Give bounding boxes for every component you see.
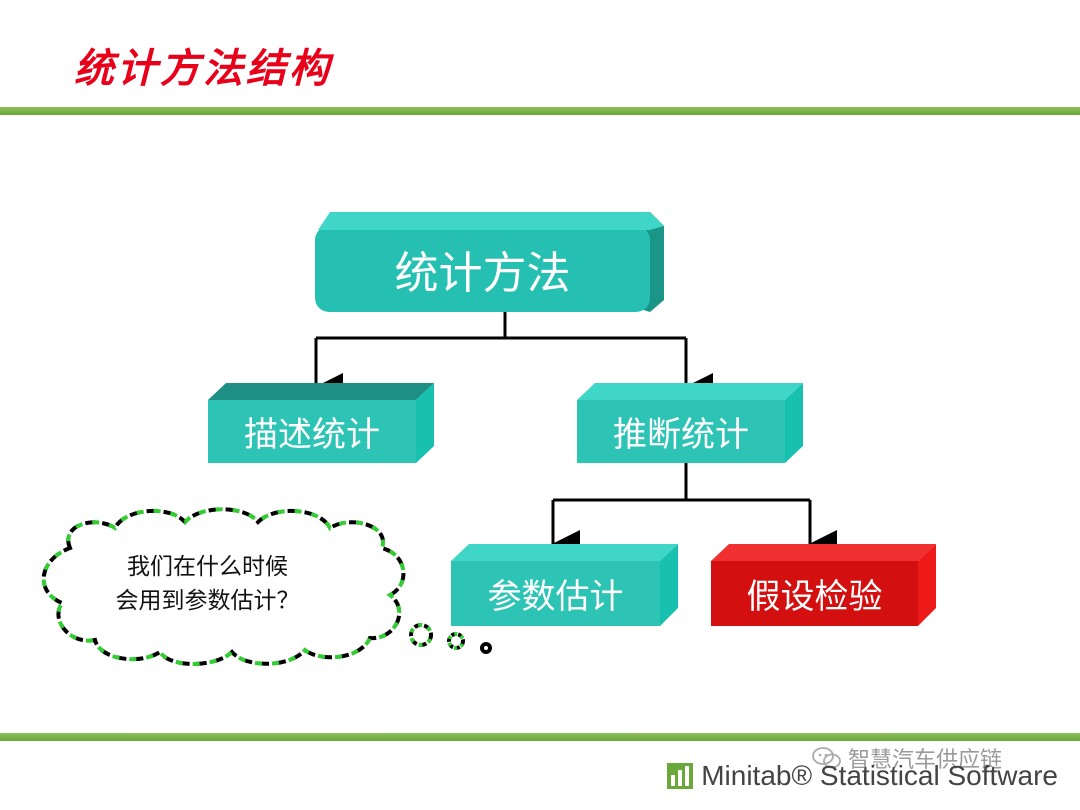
- thought-line-1: 我们在什么时候: [127, 554, 288, 580]
- brand-text: Minitab® Statistical Software: [701, 760, 1058, 791]
- hypothesis-testing-label: 假设检验: [746, 577, 883, 617]
- thought-bubble-text: 我们在什么时候 会用到参数估计？: [80, 550, 335, 618]
- top-divider: [0, 107, 1080, 115]
- inferential-stats-label: 推断统计: [613, 415, 749, 455]
- thought-line-2: 会用到参数估计？: [115, 588, 300, 614]
- wechat-icon: [812, 747, 841, 769]
- descriptive-stats-box: [208, 383, 434, 463]
- watermark: 智慧汽车供应链: [812, 742, 1002, 774]
- minitab-logo-icon: [667, 763, 694, 789]
- root-node-box: [315, 212, 664, 312]
- slide-title: 统计方法结构: [74, 46, 332, 92]
- descriptive-stats-label: 描述统计: [244, 415, 380, 455]
- parameter-estimation-box: [451, 544, 678, 626]
- parameter-estimation-label: 参数估计: [487, 577, 624, 617]
- root-node-label: 统计方法: [394, 248, 571, 299]
- thought-cloud: [41, 507, 492, 666]
- hypothesis-testing-box: [711, 544, 936, 626]
- bottom-divider: [0, 733, 1080, 741]
- inferential-stats-box: [577, 383, 803, 463]
- connector-lines: [313, 312, 837, 560]
- watermark-text: 智慧汽车供应链: [848, 748, 1003, 773]
- footer-brand: Minitab® Statistical Software: [667, 760, 1058, 792]
- thought-cloud-green: [41, 507, 465, 666]
